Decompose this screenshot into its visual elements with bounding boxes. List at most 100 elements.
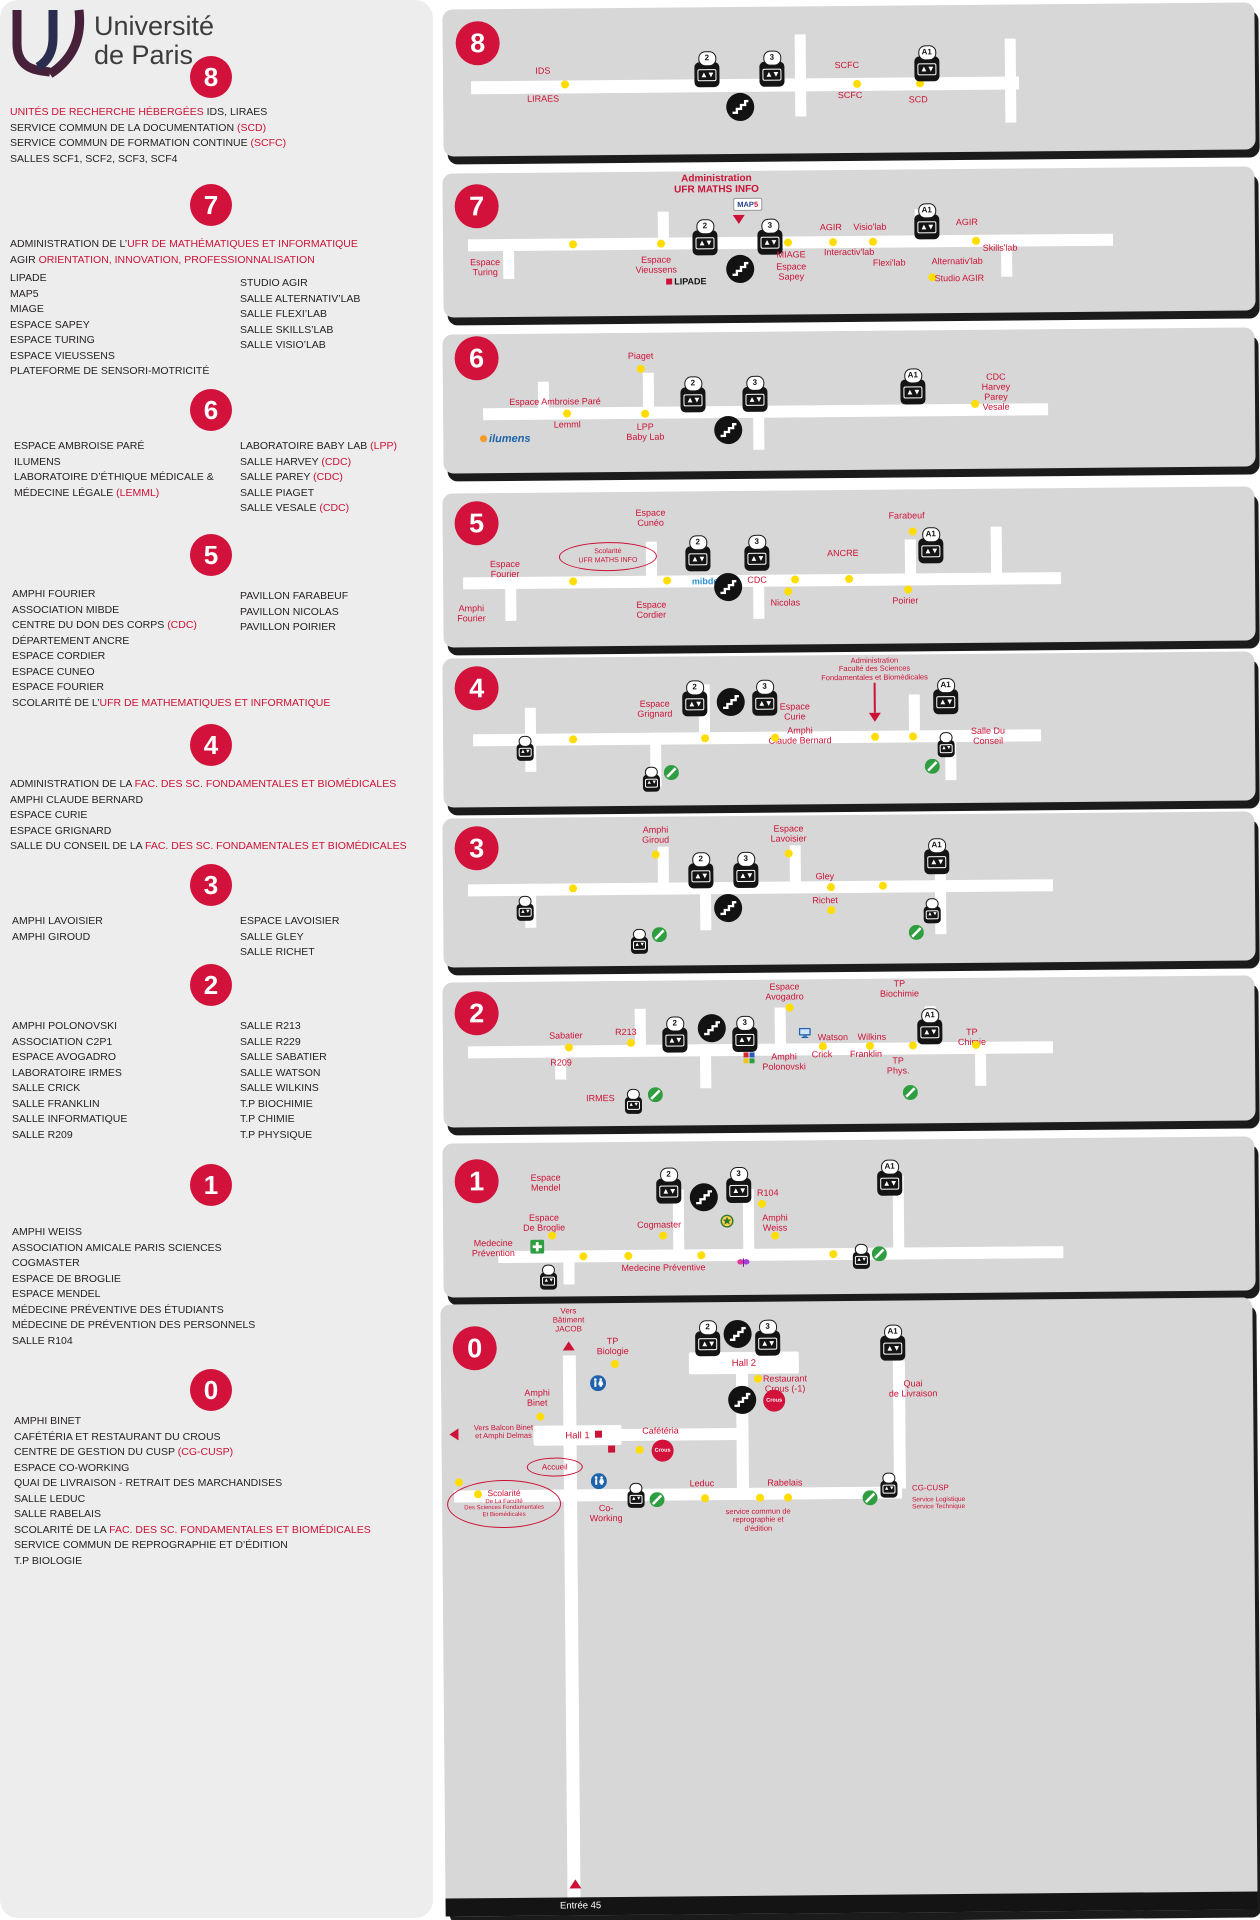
green-slash-icon (651, 927, 667, 943)
location-dot (568, 884, 578, 893)
computer-icon (798, 1027, 811, 1039)
room-label: Piaget (627, 350, 654, 361)
legend-entry: SALLE INFORMATIQUE (12, 1113, 128, 1125)
legend-entry: SALLE VISIO’LAB (240, 339, 326, 351)
location-dot (636, 364, 645, 373)
elevator-icon-small: ▲▼ (516, 735, 534, 761)
room-label: Leduc (689, 1478, 715, 1489)
green-slash-icon (663, 765, 679, 781)
elevator-icon-small: ▲▼ (923, 898, 941, 924)
room-label: R104 (756, 1187, 779, 1198)
location-dot (878, 881, 888, 890)
stairs-icon (723, 1319, 752, 1348)
stairs-icon (726, 254, 755, 283)
legend-entry: AMPHI WEISS (12, 1226, 83, 1238)
room-label: R213 (615, 1026, 637, 1038)
colored-bar (873, 682, 876, 713)
room-label: Amphi Weiss (762, 1212, 788, 1233)
elevator-icon: A1▲▼ (900, 368, 926, 405)
location-dot (970, 399, 980, 408)
room-label: Nicolas (770, 597, 801, 608)
room-label: Espace Curie (779, 701, 810, 722)
direction-arrow (732, 214, 745, 225)
location-dot (624, 1251, 633, 1260)
floor-plan-badge-2: 2 (454, 991, 499, 1036)
location-dot (828, 238, 838, 247)
room-label: Cogmaster (637, 1219, 682, 1230)
elevator-icon: 3▲▼ (726, 1166, 752, 1204)
elevator-icon: 2▲▼ (662, 1016, 688, 1053)
crous-badge: Crous (763, 1389, 786, 1412)
room-label: Administration Faculté des Sciences Fond… (821, 655, 928, 683)
location-dot (784, 1493, 793, 1502)
direction-arrow (569, 1879, 582, 1889)
location-dot (454, 1478, 463, 1487)
legend-entry: SERVICE COMMUN DE FORMATION CONTINUE (SC… (10, 137, 287, 149)
floor-plan-badge-5: 5 (454, 501, 499, 546)
legend-entry: SALLE LEDUC (14, 1492, 86, 1505)
location-dot (564, 1043, 573, 1052)
legend-entry: MÉDECINE DE PRÉVENTION DES PERSONNELS (12, 1319, 256, 1331)
elevator-icon: A1▲▼ (880, 1324, 906, 1361)
map5-logo: MAP5 (733, 197, 763, 212)
floor-plan-badge-8: 8 (455, 21, 500, 66)
location-dot (569, 735, 578, 744)
elevator-icon-small: ▲▼ (880, 1472, 898, 1498)
legend-entry: MAP5 (10, 287, 39, 300)
room-label: Studio AGIR (934, 272, 985, 284)
legend-entry: SALLE SKILLS’LAB (240, 323, 334, 336)
legend-entry: SALLE R213 (240, 1020, 301, 1032)
legend-floor-badge-4: 4 (190, 724, 232, 766)
elevator-icon: 2▲▼ (694, 51, 720, 88)
room-label: Service Logistique Service Technique (912, 1495, 966, 1511)
location-dot (697, 1251, 706, 1260)
elevator-icon-small: ▲▼ (627, 1482, 645, 1508)
room-label: Espace De Broglie (523, 1212, 566, 1233)
elevator-icon-small: ▲▼ (642, 766, 661, 792)
legend-entry: PAVILLON NICOLAS (240, 605, 339, 618)
legend-entry: LABORATOIRE D’ÉTHIQUE MÉDICALE & (14, 471, 214, 483)
room-label: SCFC (834, 59, 860, 71)
location-dot (865, 1041, 874, 1050)
legend-floor-badge-8: 8 (190, 56, 232, 98)
room-label: Administration UFR MATHS INFO (674, 172, 759, 196)
legend-entry: SALLE R229 (240, 1035, 301, 1048)
location-dot (569, 577, 578, 586)
elevator-icon: 3▲▼ (752, 679, 778, 716)
room-label: Espace Cunéo (635, 507, 666, 528)
legend-floor-badge-3: 3 (190, 864, 232, 906)
room-label: Quai de Livraison (888, 1378, 938, 1399)
room-label: Co- Working (589, 1503, 623, 1524)
legend-entry: SALLE RICHET (240, 946, 315, 958)
elevator-icon: 2▲▼ (680, 376, 706, 413)
legend-entry: SALLE FLEXI’LAB (240, 308, 327, 320)
floor-plan-badge-0: 0 (452, 1326, 497, 1371)
room-label: CDC (747, 574, 767, 585)
legend-entry: ESPACE CO-WORKING (14, 1461, 130, 1474)
location-dot (568, 240, 578, 249)
legend-entry: PLATEFORME DE SENSORI-MOTRICITÉ (10, 365, 210, 377)
room-label: ANCRE (827, 547, 859, 559)
elevator-icon-small: ▲▼ (624, 1088, 643, 1114)
room-label: Amphi Polonovski (762, 1051, 806, 1072)
location-dot (826, 883, 836, 892)
legend-entry: SALLES SCF1, SCF2, SCF3, SCF4 (10, 152, 178, 165)
corridor (699, 1044, 712, 1089)
location-dot (560, 80, 570, 89)
legend-entry: AMPHI BINET (14, 1415, 82, 1427)
location-dot (827, 906, 836, 915)
corridor (908, 694, 921, 731)
room-label: Espace Lavoisier (770, 823, 807, 844)
room-label: Amphi Binet (524, 1387, 550, 1408)
room-label: Alternativ'lab (931, 255, 983, 267)
location-dot (791, 575, 800, 584)
green-slash-icon (862, 1490, 878, 1506)
room-label: Espace Avogadro (765, 981, 804, 1002)
university-name-line1: Université (94, 11, 215, 41)
room-label: AGIR (819, 222, 842, 233)
elevator-icon: A1▲▼ (917, 1008, 943, 1045)
